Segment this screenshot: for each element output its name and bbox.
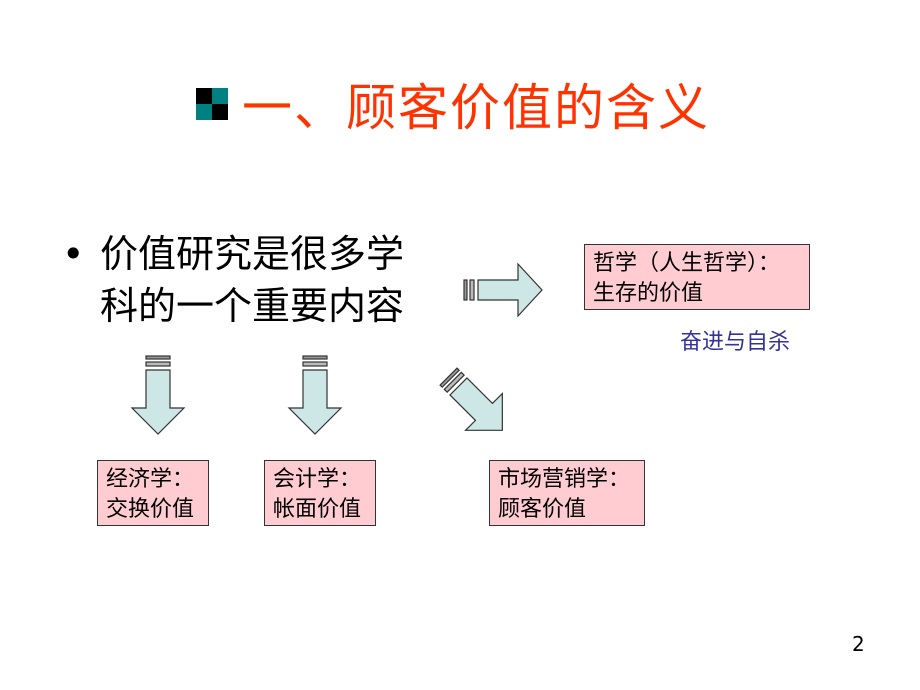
accounting-box: 会计学： 帐面价值 bbox=[264, 460, 376, 526]
bullet-text: 价值研究是很多学 科的一个重要内容 bbox=[100, 228, 440, 332]
page-number: 2 bbox=[852, 632, 865, 656]
slide-title: 一、顾客价值的含义 bbox=[242, 79, 710, 137]
bullet-line-1: 价值研究是很多学 bbox=[100, 232, 405, 276]
philosophy-box: 哲学（人生哲学）： 生存的价值 bbox=[584, 244, 810, 310]
philosophy-note: 奋进与自杀 bbox=[680, 330, 791, 355]
accounting-line-2: 帐面价值 bbox=[273, 497, 362, 522]
bullet-line-2: 科的一个重要内容 bbox=[100, 284, 405, 328]
diagonal-arrow-marketing-icon bbox=[439, 367, 503, 431]
economics-line-2: 交换价值 bbox=[106, 497, 195, 522]
economics-line-1: 经济学： bbox=[106, 467, 195, 492]
down-arrow-economics-icon bbox=[130, 355, 186, 435]
bullet-dot: • bbox=[62, 232, 85, 276]
right-arrow-icon bbox=[463, 262, 543, 318]
economics-box: 经济学： 交换价值 bbox=[97, 460, 209, 526]
title-bullet-icon bbox=[196, 88, 228, 120]
marketing-line-2: 顾客价值 bbox=[498, 497, 587, 522]
marketing-box: 市场营销学： 顾客价值 bbox=[489, 460, 645, 526]
philosophy-line-2: 生存的价值 bbox=[593, 281, 704, 306]
accounting-line-1: 会计学： bbox=[273, 467, 362, 492]
down-arrow-accounting-icon bbox=[287, 355, 343, 435]
philosophy-line-1: 哲学（人生哲学）： bbox=[593, 251, 781, 276]
marketing-line-1: 市场营销学： bbox=[498, 467, 631, 492]
